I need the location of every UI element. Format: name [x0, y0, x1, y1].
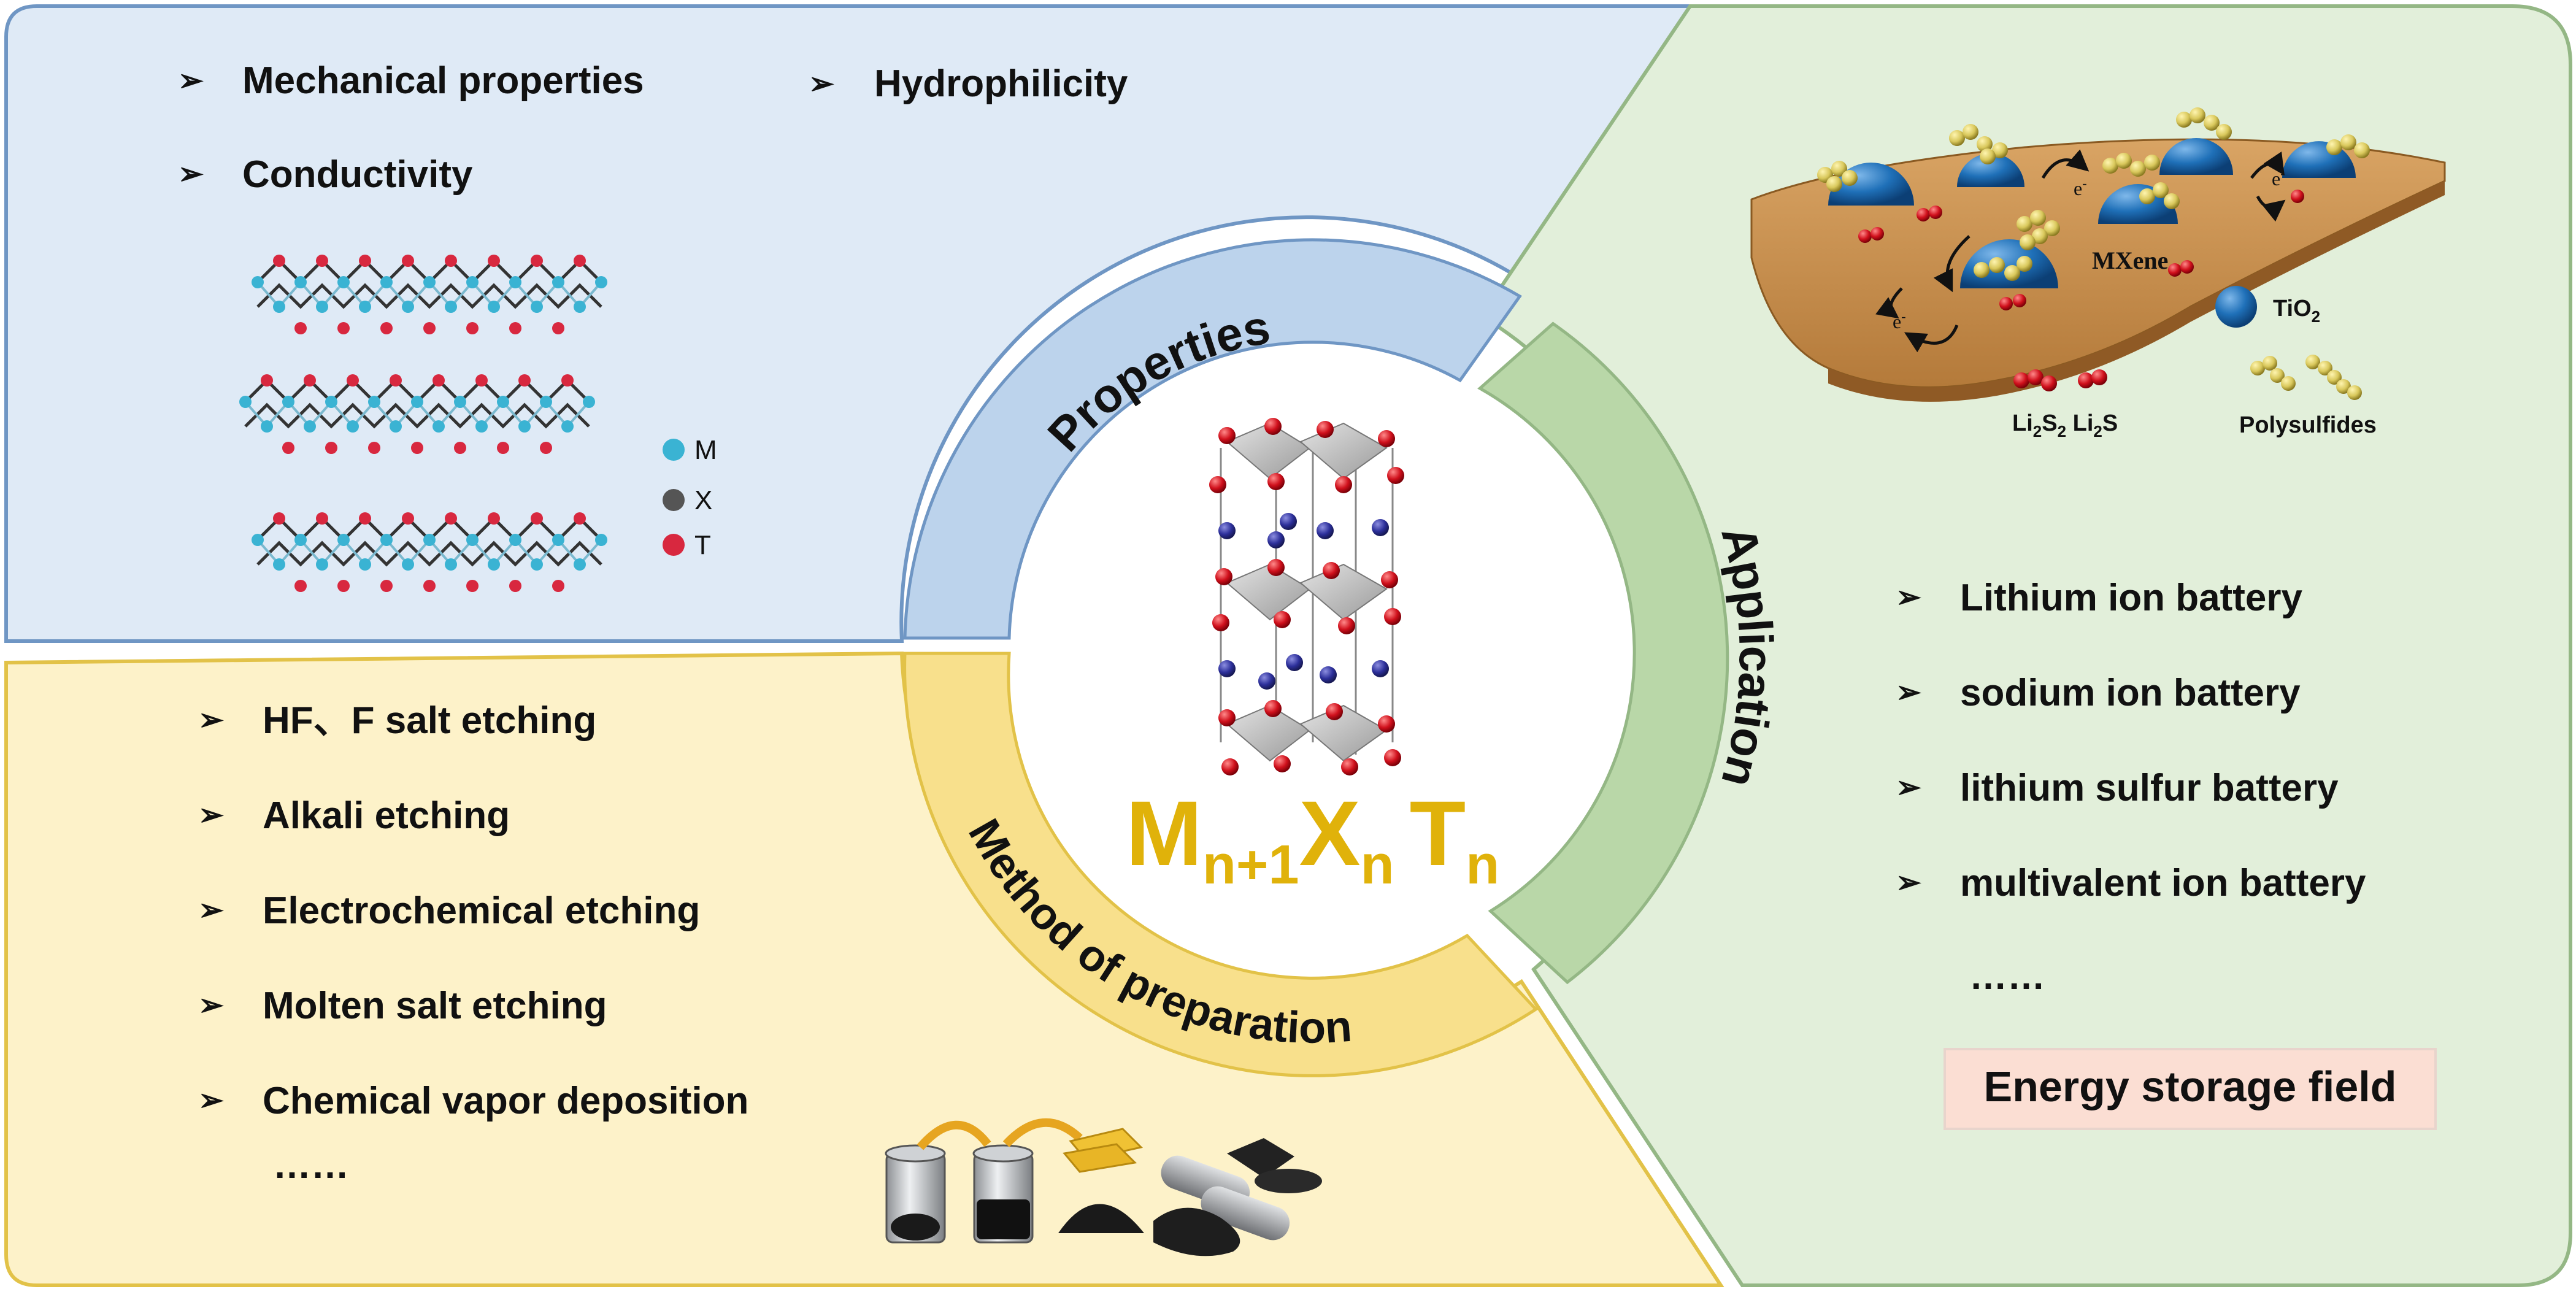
bullet-symbol: ➢ — [198, 893, 224, 927]
preparation-item-molten-salt: Molten salt etching — [263, 985, 607, 1027]
svg-text:e-: e- — [2272, 166, 2285, 190]
application-item-lithium-ion: Lithium ion battery — [1960, 577, 2303, 619]
preparation-item-cvd: Chemical vapor deposition — [263, 1080, 748, 1122]
properties-item-hydrophilicity: Hydrophilicity — [874, 63, 1128, 105]
mxene-layers-illustration — [239, 255, 607, 592]
svg-text:e-: e- — [2074, 175, 2087, 199]
application-ellipsis: …… — [1969, 955, 2045, 998]
properties-item-mechanical: Mechanical properties — [242, 60, 644, 102]
mxene-crystal-structure — [1209, 418, 1404, 775]
svg-text:MXene: MXene — [2092, 247, 2168, 274]
energy-storage-label: Energy storage field — [1984, 1063, 2397, 1110]
mxene-battery-illustration: MXene e- e- e- — [1750, 107, 2446, 402]
svg-text:e-: e- — [1893, 309, 1906, 333]
application-item-multivalent: multivalent ion battery — [1960, 862, 2366, 904]
atom-legend: M X T — [663, 435, 717, 560]
preparation-item-alkali: Alkali etching — [263, 795, 510, 837]
bullet-symbol: ➢ — [1896, 770, 1921, 804]
bullet-symbol: ➢ — [178, 63, 204, 98]
svg-text:Polysulfides: Polysulfides — [2239, 412, 2377, 438]
bullet-symbol: ➢ — [1896, 580, 1921, 614]
bullet-symbol: ➢ — [198, 702, 224, 737]
preparation-item-hf: HF、F salt etching — [263, 699, 596, 742]
bullet-symbol: ➢ — [178, 156, 204, 191]
preparation-ring-segment — [903, 652, 1539, 1077]
svg-text:TiO2: TiO2 — [2273, 296, 2320, 326]
energy-storage-box — [1944, 1048, 2437, 1130]
properties-item-conductivity: Conductivity — [242, 153, 473, 196]
bullet-symbol: ➢ — [198, 1083, 224, 1117]
svg-text:X: X — [694, 485, 712, 515]
application-item-lithium-sulfur: lithium sulfur battery — [1960, 767, 2339, 809]
bullet-symbol: ➢ — [809, 66, 834, 101]
properties-panel — [4, 4, 1694, 643]
bullet-symbol: ➢ — [1896, 675, 1921, 709]
preparation-ellipsis: …… — [273, 1144, 349, 1187]
preparation-item-electrochemical: Electrochemical etching — [263, 890, 700, 932]
application-item-sodium-ion: sodium ion battery — [1960, 672, 2301, 714]
bullet-symbol: ➢ — [198, 988, 224, 1022]
svg-text:Li2S2 Li2S: Li2S2 Li2S — [2012, 410, 2118, 441]
battery-illustration-legend: TiO2 Li2S2 Li2S Polysulfides — [2012, 286, 2377, 441]
bullet-symbol: ➢ — [1896, 865, 1921, 899]
application-ring-segment — [1477, 321, 1729, 985]
svg-text:M: M — [694, 435, 717, 465]
properties-ring-segment — [903, 238, 1522, 640]
svg-text:T: T — [694, 530, 711, 560]
bullet-symbol: ➢ — [198, 798, 224, 832]
preparation-illustration — [885, 1118, 1322, 1256]
